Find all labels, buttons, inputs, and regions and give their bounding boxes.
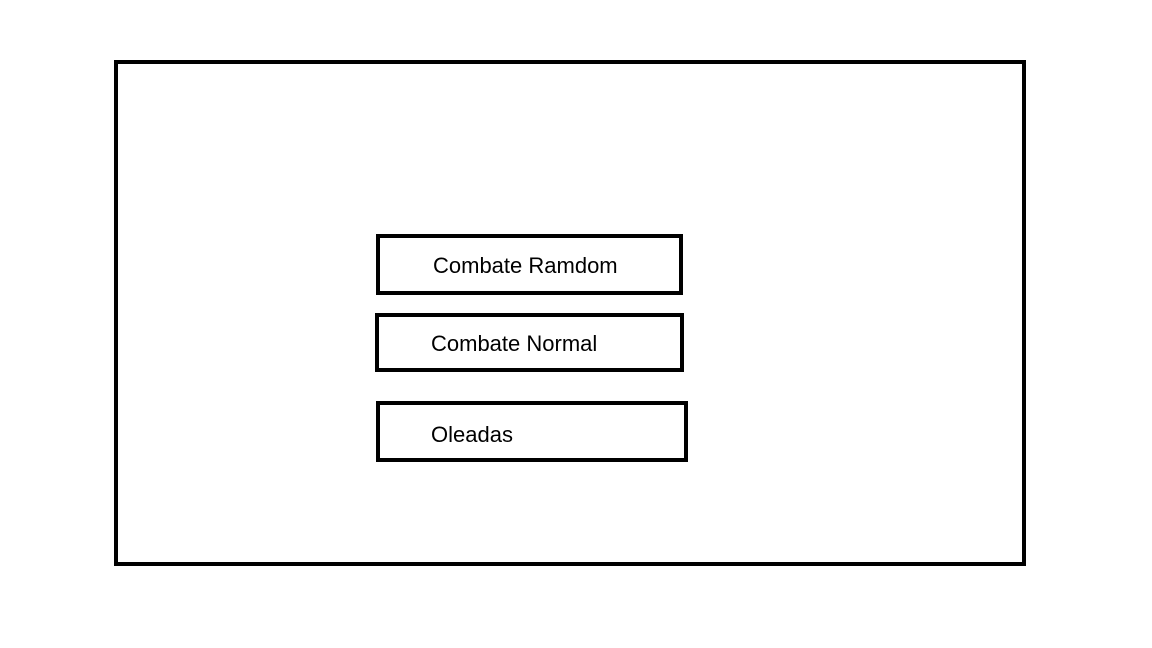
- waves-label: Oleadas: [431, 422, 513, 447]
- normal-combat-button[interactable]: Combate Normal: [375, 313, 684, 372]
- normal-combat-label: Combate Normal: [431, 331, 598, 356]
- waves-button[interactable]: Oleadas: [376, 401, 688, 462]
- random-combat-label: Combate Ramdom: [433, 253, 618, 278]
- random-combat-button[interactable]: Combate Ramdom: [376, 234, 683, 295]
